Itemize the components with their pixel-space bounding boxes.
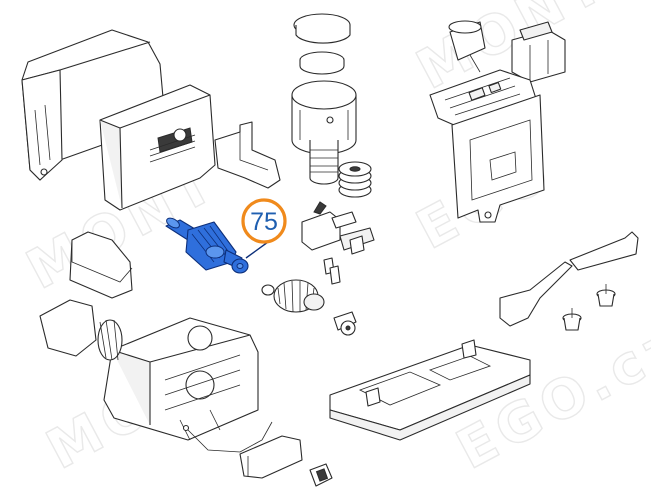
callout-label: 75 [250, 208, 278, 236]
bracket-part[interactable] [214, 121, 281, 189]
outer-cover-part[interactable] [21, 29, 166, 181]
part-callout-75[interactable]: 75 [241, 198, 287, 244]
control-board-part[interactable] [429, 69, 539, 133]
gear-part[interactable] [261, 279, 325, 313]
limit-switch-part[interactable] [301, 201, 375, 285]
key-part[interactable] [309, 463, 333, 487]
fixing-bolts-part[interactable] [562, 284, 616, 331]
rack-bracket-right-part[interactable] [569, 231, 639, 271]
release-lever-part[interactable] [239, 435, 303, 479]
washer-stack-part[interactable] [338, 161, 372, 198]
transformer-part[interactable] [511, 21, 566, 83]
motor-part[interactable] [291, 13, 357, 185]
foam-block-part[interactable] [69, 231, 133, 299]
mounting-plate-part[interactable] [451, 94, 545, 223]
front-cover-part[interactable] [99, 84, 216, 211]
spring-wire-part[interactable] [182, 421, 273, 453]
rack-bracket-left-part[interactable] [499, 261, 573, 327]
pin-part[interactable] [333, 311, 357, 336]
side-gear-part[interactable] [39, 299, 123, 361]
gearbox-housing-part[interactable] [103, 317, 259, 441]
highlighted-part-75[interactable] [165, 216, 269, 274]
base-plate-part[interactable] [329, 339, 531, 441]
capacitor-part[interactable] [448, 20, 486, 73]
